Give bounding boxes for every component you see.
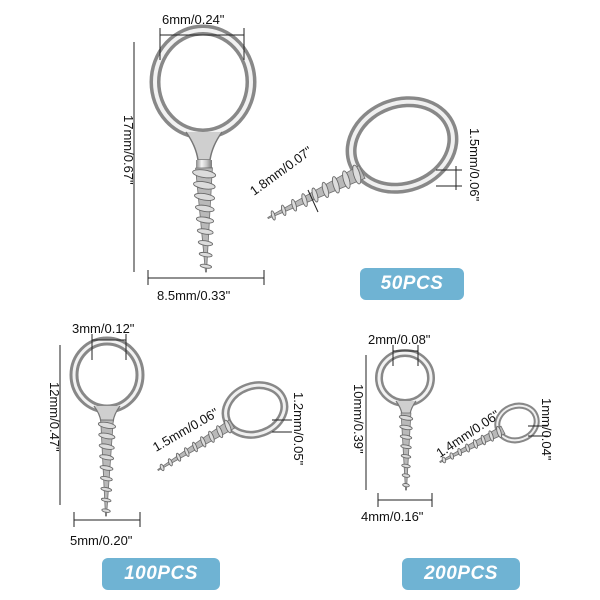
small-hook-front (375, 349, 435, 491)
large-dimensions: 6mm/0.24" 17mm/0.67" 8.5mm/0.33" (121, 12, 265, 303)
large-side-threads (267, 164, 366, 221)
medium-thread-label: 1.5mm/0.06" (150, 405, 221, 455)
medium-wire-label: 1.2mm/0.05" (291, 392, 306, 466)
small-side-threads (439, 425, 506, 464)
badge-200pcs: 200PCS (402, 558, 520, 590)
small-hook-side (439, 402, 540, 464)
large-ring-label: 6mm/0.24" (162, 12, 225, 27)
badge-50pcs: 50PCS (360, 268, 464, 300)
medium-height-label: 12mm/0.47" (47, 382, 62, 452)
medium-hook-front (69, 336, 145, 517)
medium-dimensions: 3mm/0.12" 12mm/0.47" 5mm/0.20" (47, 321, 141, 548)
small-ring-label: 2mm/0.08" (368, 332, 431, 347)
large-height-label: 17mm/0.67" (121, 115, 136, 185)
large-side-dimensions: 1.8mm/0.07" 1.5mm/0.06" (247, 128, 482, 213)
large-hook-side (267, 96, 459, 221)
medium-side-threads (157, 419, 236, 472)
small-threads (398, 412, 414, 491)
medium-threads (97, 419, 116, 517)
small-dimensions: 2mm/0.08" 10mm/0.39" 4mm/0.16" (351, 332, 433, 524)
badge-100pcs: 100PCS (102, 558, 220, 590)
small-width-label: 4mm/0.16" (361, 509, 424, 524)
neck (185, 131, 223, 161)
small-height-label: 10mm/0.39" (351, 384, 366, 454)
medium-width-label: 5mm/0.20" (70, 533, 133, 548)
large-wire-label: 1.5mm/0.06" (467, 128, 482, 202)
large-thread-label: 1.8mm/0.07" (247, 143, 315, 198)
large-width-label: 8.5mm/0.33" (157, 288, 231, 303)
ring-highlight (153, 28, 253, 136)
medium-hook-side (157, 381, 289, 472)
medium-ring-label: 3mm/0.12" (72, 321, 135, 336)
small-wire-label: 1mm/0.04" (539, 398, 554, 461)
large-hook-front (149, 24, 257, 273)
large-threads (192, 167, 217, 273)
shank (196, 160, 212, 170)
